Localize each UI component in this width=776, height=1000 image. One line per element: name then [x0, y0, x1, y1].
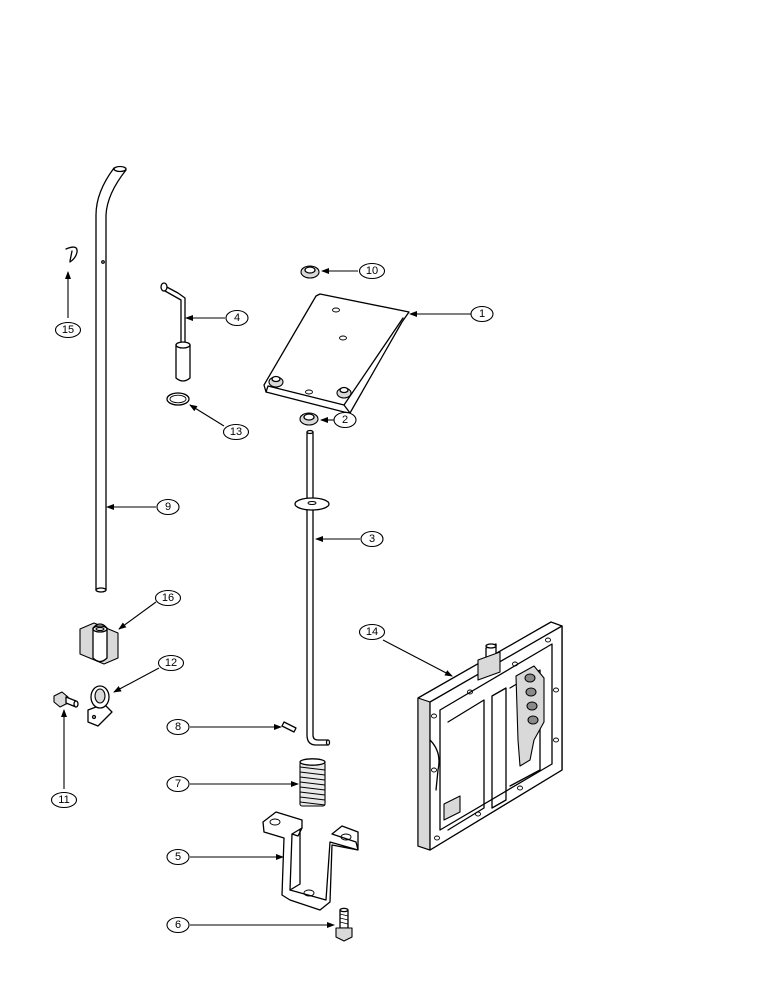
part-1-cover-plate	[263, 293, 410, 414]
callout-5: 5	[166, 848, 190, 866]
svg-text:1: 1	[479, 308, 485, 320]
callout-15: 15	[54, 321, 82, 339]
svg-text:8: 8	[175, 721, 181, 733]
svg-text:10: 10	[366, 265, 378, 277]
svg-text:11: 11	[58, 794, 69, 806]
leader-14	[382, 639, 453, 677]
callout-1: 1	[470, 305, 494, 323]
part-14-shift-gate-housing	[417, 621, 563, 851]
part-12-clamp	[87, 685, 113, 727]
callout-7: 7	[166, 775, 190, 793]
part-11-bolt	[53, 691, 79, 708]
callouts: 1 2 3 4 5 6 7 8 9 10 11 12 13 14 15 16	[50, 262, 494, 934]
callout-4: 4	[225, 309, 249, 327]
svg-text:5: 5	[175, 851, 181, 863]
svg-text:2: 2	[342, 414, 348, 426]
part-5-bracket	[262, 811, 359, 911]
part-6-bolt	[335, 907, 353, 942]
svg-text:13: 13	[230, 426, 242, 438]
leader-12	[113, 667, 160, 693]
part-4-shift-lever-pin	[160, 282, 191, 382]
part-16-clip	[79, 622, 119, 665]
svg-text:12: 12	[165, 657, 177, 669]
callout-11: 11	[50, 791, 78, 809]
part-7-spring	[299, 758, 326, 807]
part-3-shift-rod	[294, 429, 331, 746]
part-15-cotter-pin	[65, 246, 78, 263]
svg-text:9: 9	[165, 501, 171, 513]
svg-text:15: 15	[62, 324, 74, 336]
svg-text:14: 14	[366, 626, 378, 638]
part-10-nut	[300, 265, 320, 279]
callout-12: 12	[157, 654, 185, 672]
svg-text:4: 4	[234, 312, 240, 324]
callout-16: 16	[154, 589, 182, 607]
callout-3: 3	[360, 530, 384, 548]
part-8-roll-pin	[281, 721, 297, 733]
part-9-shift-rod	[95, 165, 127, 593]
callout-8: 8	[166, 718, 190, 736]
leader-16	[118, 601, 157, 630]
callout-6: 6	[166, 916, 190, 934]
callout-10: 10	[358, 262, 386, 280]
callout-14: 14	[358, 623, 386, 641]
part-2-nut	[299, 412, 319, 426]
leader-13	[189, 404, 225, 427]
leader-lines	[61, 268, 471, 928]
callout-13: 13	[222, 423, 250, 441]
callout-2: 2	[333, 411, 357, 429]
svg-text:6: 6	[175, 919, 181, 931]
svg-text:7: 7	[175, 778, 181, 790]
svg-text:16: 16	[162, 592, 174, 604]
callout-9: 9	[156, 498, 180, 516]
svg-text:3: 3	[369, 533, 375, 545]
part-13-o-ring	[166, 392, 190, 406]
